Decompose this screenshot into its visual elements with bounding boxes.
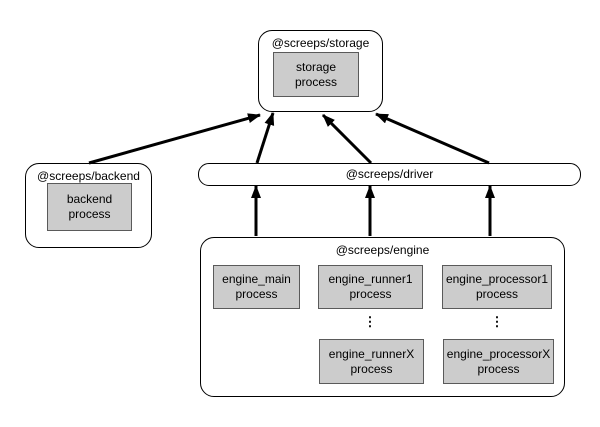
process-label-line1: storage: [295, 59, 337, 74]
process-label-line1: engine_main: [222, 272, 291, 286]
process-label-line1: backend: [66, 192, 113, 206]
process-label-line1: engine_runner1: [328, 272, 413, 286]
node-driver-label: @screeps/driver: [345, 167, 434, 181]
node-backend: @screeps/backend backend process: [25, 163, 152, 248]
vertical-ellipsis: ⋮: [363, 314, 377, 329]
process-label-line2: process: [294, 74, 338, 89]
node-backend-label: @screeps/backend: [37, 169, 140, 183]
process-label-line2: process: [350, 361, 393, 376]
process-box-engine-processor1: engine_processor1 process: [442, 265, 552, 309]
process-label-line2: process: [68, 207, 111, 221]
process-label-line2: process: [475, 287, 519, 301]
arrow-backend-to-storage: [88, 113, 261, 165]
node-engine-label: @screeps/engine: [335, 243, 430, 257]
process-label-line2: process: [235, 287, 278, 301]
process-box-storage: storage process: [273, 52, 359, 97]
process-box-engine-processorX: engine_processorX process: [443, 339, 554, 384]
vertical-ellipsis: ⋮: [490, 314, 504, 329]
arrow-driver-to-storage: [375, 112, 490, 165]
process-label-line1: engine_runnerX: [328, 346, 415, 361]
process-box-engine-runnerX: engine_runnerX process: [319, 339, 424, 384]
process-box-backend: backend process: [47, 183, 132, 231]
process-label-line1: engine_processorX: [446, 346, 551, 361]
node-engine: @screeps/engine engine_main process engi…: [200, 237, 565, 397]
process-box-engine-runner1: engine_runner1 process: [318, 265, 423, 309]
arrow-driver-to-storage: [321, 113, 373, 165]
node-storage: @screeps/storage storage process: [258, 30, 383, 112]
process-label-line2: process: [477, 361, 520, 376]
process-label-line1: engine_processor1: [445, 272, 549, 286]
node-storage-label: @screeps/storage: [271, 36, 370, 50]
process-label-line2: process: [349, 287, 392, 301]
node-driver: @screeps/driver: [198, 163, 581, 186]
arrow-driver-to-storage: [255, 112, 275, 164]
process-box-engine-main: engine_main process: [213, 265, 300, 309]
